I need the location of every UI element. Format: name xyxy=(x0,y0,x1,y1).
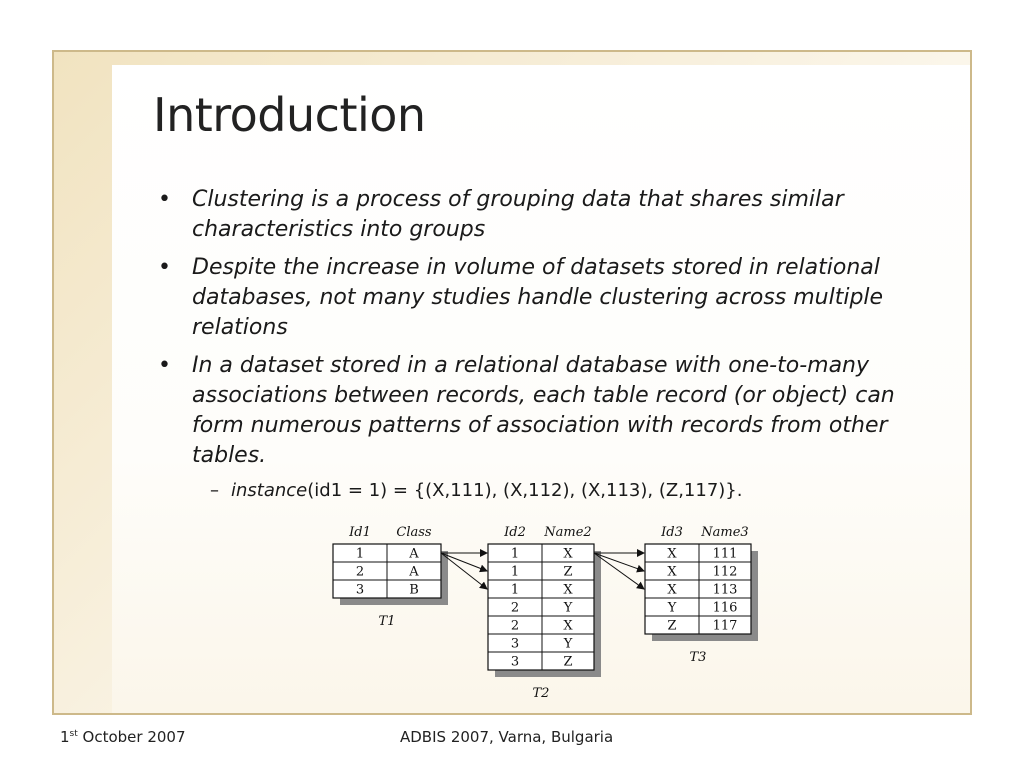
table-cell: 1 xyxy=(356,547,364,562)
table-header: Id3 xyxy=(660,525,683,540)
association-arrow xyxy=(440,552,488,573)
table-caption: T3 xyxy=(690,650,707,665)
table-header: Name3 xyxy=(700,525,748,540)
table-cell: A xyxy=(408,565,419,580)
table-caption: T2 xyxy=(533,686,550,701)
table-cell: X xyxy=(563,619,573,634)
footer-date: 1st October 2007 xyxy=(60,728,186,746)
table-cell: Y xyxy=(667,601,677,616)
table-cell: X xyxy=(667,547,677,562)
table-cell: Z xyxy=(667,619,676,634)
association-arrow xyxy=(440,552,488,590)
table-cell: 1 xyxy=(511,565,519,580)
table-cell: 117 xyxy=(713,619,738,634)
bullet-item: • Clustering is a process of grouping da… xyxy=(150,185,940,245)
footer-date-suffix: st xyxy=(69,729,78,739)
table-cell: A xyxy=(408,547,419,562)
bullet-item: • Despite the increase in volume of data… xyxy=(150,253,940,343)
table-cell: 112 xyxy=(713,565,738,580)
table-cell: 2 xyxy=(356,565,364,580)
slide-title: Introduction xyxy=(153,88,426,142)
table-cell: B xyxy=(409,583,419,598)
bullet-text: Clustering is a process of grouping data… xyxy=(192,187,844,242)
bullet-dot: • xyxy=(158,187,171,212)
table-cell: X xyxy=(563,583,573,598)
footer-conference: ADBIS 2007, Varna, Bulgaria xyxy=(400,728,614,746)
sub-bullet-dash: – xyxy=(210,480,219,501)
table-cell: 2 xyxy=(511,601,519,616)
table-body xyxy=(487,543,595,671)
bullet-dot: • xyxy=(158,353,171,378)
bullet-dot: • xyxy=(158,255,171,280)
table-header: Id2 xyxy=(503,525,526,540)
table-cell: 113 xyxy=(713,583,738,598)
table-cell: 111 xyxy=(713,547,738,562)
footer-date-text: October 2007 xyxy=(77,728,186,746)
bullet-text: Despite the increase in volume of datase… xyxy=(192,255,884,340)
table-cell: Y xyxy=(563,637,573,652)
table-cell: Z xyxy=(563,655,572,670)
association-arrow xyxy=(593,552,645,590)
bullet-list: • Clustering is a process of grouping da… xyxy=(150,185,940,479)
table-cell: X xyxy=(667,583,677,598)
footer-date-day: 1 xyxy=(60,728,70,746)
table-header: Class xyxy=(396,525,432,540)
table-cell: 1 xyxy=(511,547,519,562)
table-header: Id1 xyxy=(348,525,371,540)
table-cell: Y xyxy=(563,601,573,616)
association-arrow xyxy=(593,552,645,573)
table-caption: T1 xyxy=(379,614,396,629)
sub-bullet-italic: instance xyxy=(231,480,308,501)
table-cell: 3 xyxy=(511,655,519,670)
sub-bullet-text: (id1 = 1) = {(X,111), (X,112), (X,113), … xyxy=(307,480,743,501)
table-cell: X xyxy=(563,547,573,562)
table-cell: 3 xyxy=(511,637,519,652)
table-cell: X xyxy=(667,565,677,580)
bullet-text: In a dataset stored in a relational data… xyxy=(192,353,895,468)
table-cell: Z xyxy=(563,565,572,580)
sub-bullet: –instance(id1 = 1) = {(X,111), (X,112), … xyxy=(210,480,742,501)
bullet-item: • In a dataset stored in a relational da… xyxy=(150,351,940,471)
table-cell: 2 xyxy=(511,619,519,634)
table-cell: 116 xyxy=(713,601,738,616)
table-body xyxy=(644,543,752,635)
table-cell: 1 xyxy=(511,583,519,598)
table-cell: 3 xyxy=(356,583,364,598)
table-header: Name2 xyxy=(543,525,591,540)
